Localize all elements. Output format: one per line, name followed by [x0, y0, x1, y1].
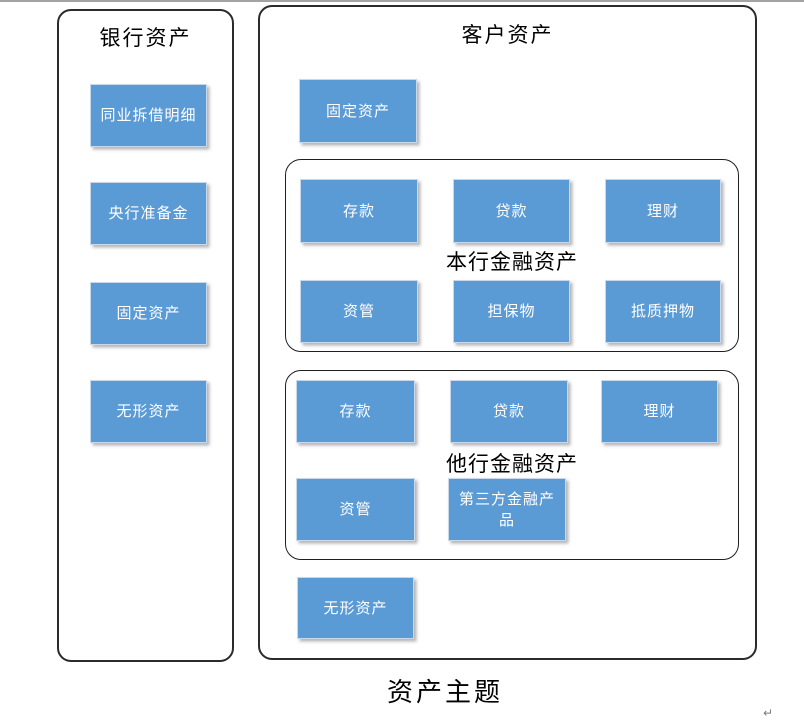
node-asset-mgmt-other: 资管	[296, 478, 415, 541]
customer-assets-title: 客户资产	[461, 24, 554, 47]
node-fixed-assets-customer: 固定资产	[299, 79, 417, 143]
other-bank-group-label: 他行金融资产	[446, 453, 578, 476]
node-loan-own: 贷款	[453, 179, 570, 243]
node-pledged-collateral: 抵质押物	[605, 280, 721, 343]
node-deposit-other: 存款	[296, 380, 415, 443]
node-central-bank-reserve: 央行准备金	[90, 182, 207, 245]
node-intangible-assets-customer: 无形资产	[297, 577, 414, 639]
node-collateral: 担保物	[453, 280, 570, 343]
node-third-party-financial-products: 第三方金融产品	[448, 478, 566, 541]
node-wealth-mgmt-other: 理财	[601, 380, 718, 443]
own-bank-financial-assets-group: 存款 贷款 理财 本行金融资产 资管 担保物 抵质押物	[285, 159, 739, 352]
node-interbank-lending-detail: 同业拆借明细	[90, 84, 207, 147]
customer-assets-panel: 客户资产 固定资产 存款 贷款 理财 本行金融资产 资管 担保物 抵质押物 存款…	[258, 5, 757, 660]
bank-assets-panel: 银行资产 同业拆借明细 央行准备金 固定资产 无形资产	[57, 9, 234, 662]
node-fixed-assets-bank: 固定资产	[90, 282, 207, 345]
node-intangible-assets-bank: 无形资产	[90, 380, 207, 443]
bank-assets-title: 银行资产	[99, 27, 192, 50]
node-wealth-mgmt-own: 理财	[605, 179, 721, 243]
node-deposit-own: 存款	[300, 179, 418, 243]
own-bank-group-label: 本行金融资产	[446, 251, 578, 274]
return-mark-icon: ↵	[763, 706, 774, 720]
diagram-caption: 资产主题	[386, 677, 503, 707]
node-loan-other: 贷款	[450, 380, 568, 443]
node-asset-mgmt-own: 资管	[300, 280, 418, 343]
other-bank-financial-assets-group: 存款 贷款 理财 他行金融资产 资管 第三方金融产品	[285, 370, 739, 560]
top-border-line	[0, 0, 804, 2]
